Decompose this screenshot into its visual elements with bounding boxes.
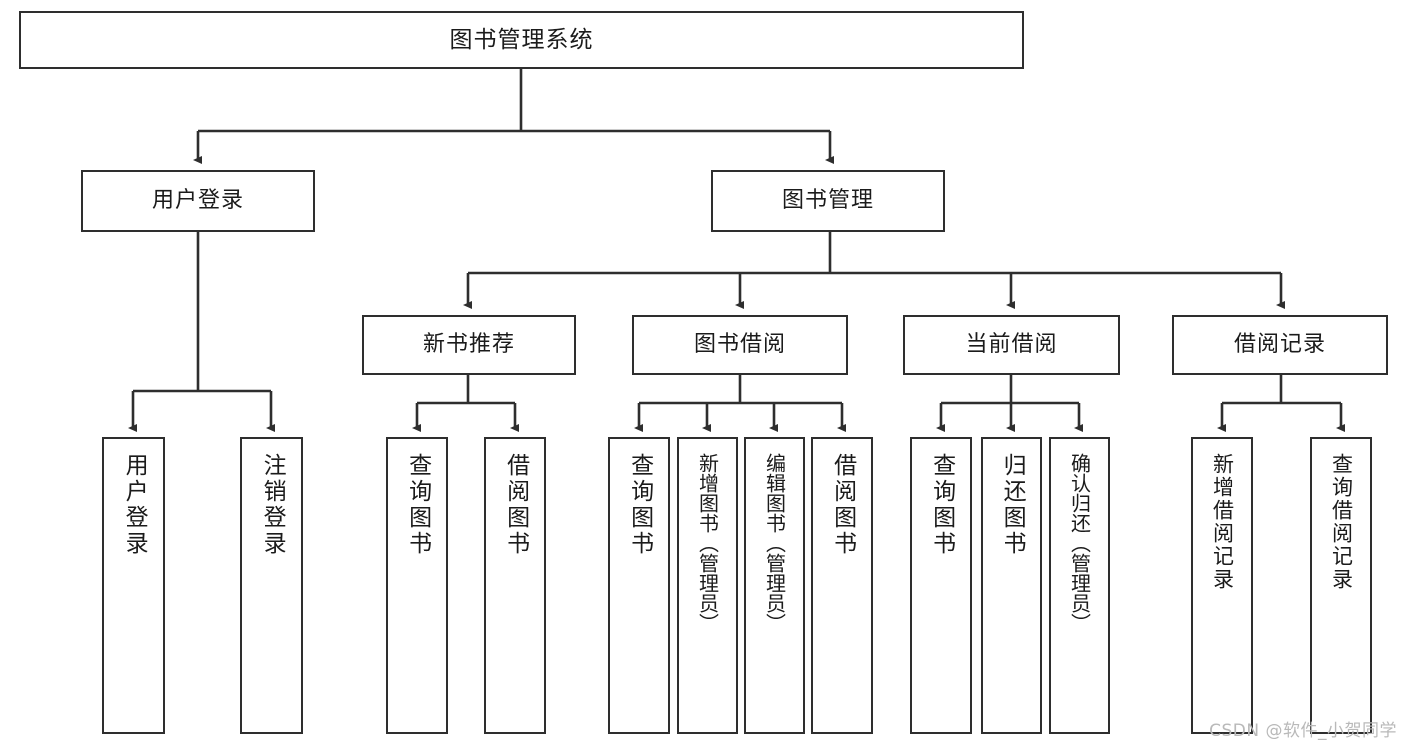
node-borrow-record[interactable]: 借阅记录 (1172, 315, 1388, 375)
node-label: 新增借阅记录 (1210, 453, 1235, 591)
node-label: 借阅图书 (502, 453, 529, 557)
leaf-add-book-admin[interactable]: 新增图书（管理员） (677, 437, 738, 734)
node-root-book-management-system[interactable]: 图书管理系统 (19, 11, 1024, 69)
node-label: 查询图书 (626, 453, 653, 557)
node-label: 图书管理系统 (449, 26, 594, 53)
node-label: 归还图书 (999, 453, 1026, 557)
node-label: 当前借阅 (965, 332, 1058, 358)
node-book-management[interactable]: 图书管理 (711, 170, 945, 232)
node-label: 新书推荐 (422, 332, 515, 358)
node-label: 图书管理 (781, 188, 874, 214)
node-label: 查询图书 (928, 453, 955, 557)
node-book-borrow[interactable]: 图书借阅 (632, 315, 848, 375)
node-new-book-recommend[interactable]: 新书推荐 (362, 315, 576, 375)
node-user-login[interactable]: 用户登录 (81, 170, 315, 232)
node-label: 借阅记录 (1233, 332, 1326, 358)
node-label: 用户登录 (151, 188, 244, 214)
node-label: 查询图书 (404, 453, 431, 557)
leaf-query-borrow-record[interactable]: 查询借阅记录 (1310, 437, 1372, 734)
node-label: 用户登录 (121, 453, 148, 557)
leaf-query-book-recommend[interactable]: 查询图书 (386, 437, 448, 734)
node-label: 编辑图书（管理员） (762, 453, 787, 633)
node-label: 图书借阅 (693, 332, 786, 358)
leaf-query-book-current[interactable]: 查询图书 (910, 437, 972, 734)
leaf-add-borrow-record[interactable]: 新增借阅记录 (1191, 437, 1253, 734)
leaf-return-book[interactable]: 归还图书 (981, 437, 1042, 734)
leaf-borrow-book-recommend[interactable]: 借阅图书 (484, 437, 546, 734)
node-label: 注销登录 (259, 453, 286, 557)
leaf-confirm-return-admin[interactable]: 确认归还（管理员） (1049, 437, 1110, 734)
node-label: 借阅图书 (829, 453, 856, 557)
node-current-borrow[interactable]: 当前借阅 (903, 315, 1120, 375)
leaf-query-book-borrow[interactable]: 查询图书 (608, 437, 670, 734)
leaf-user-login[interactable]: 用户登录 (102, 437, 165, 734)
leaf-borrow-book[interactable]: 借阅图书 (811, 437, 873, 734)
node-label: 新增图书（管理员） (695, 453, 720, 633)
node-label: 确认归还（管理员） (1067, 453, 1092, 633)
node-label: 查询借阅记录 (1329, 453, 1354, 591)
leaf-edit-book-admin[interactable]: 编辑图书（管理员） (744, 437, 805, 734)
leaf-logout[interactable]: 注销登录 (240, 437, 303, 734)
csdn-watermark: CSDN @软件_小贺同学 (1209, 721, 1397, 741)
